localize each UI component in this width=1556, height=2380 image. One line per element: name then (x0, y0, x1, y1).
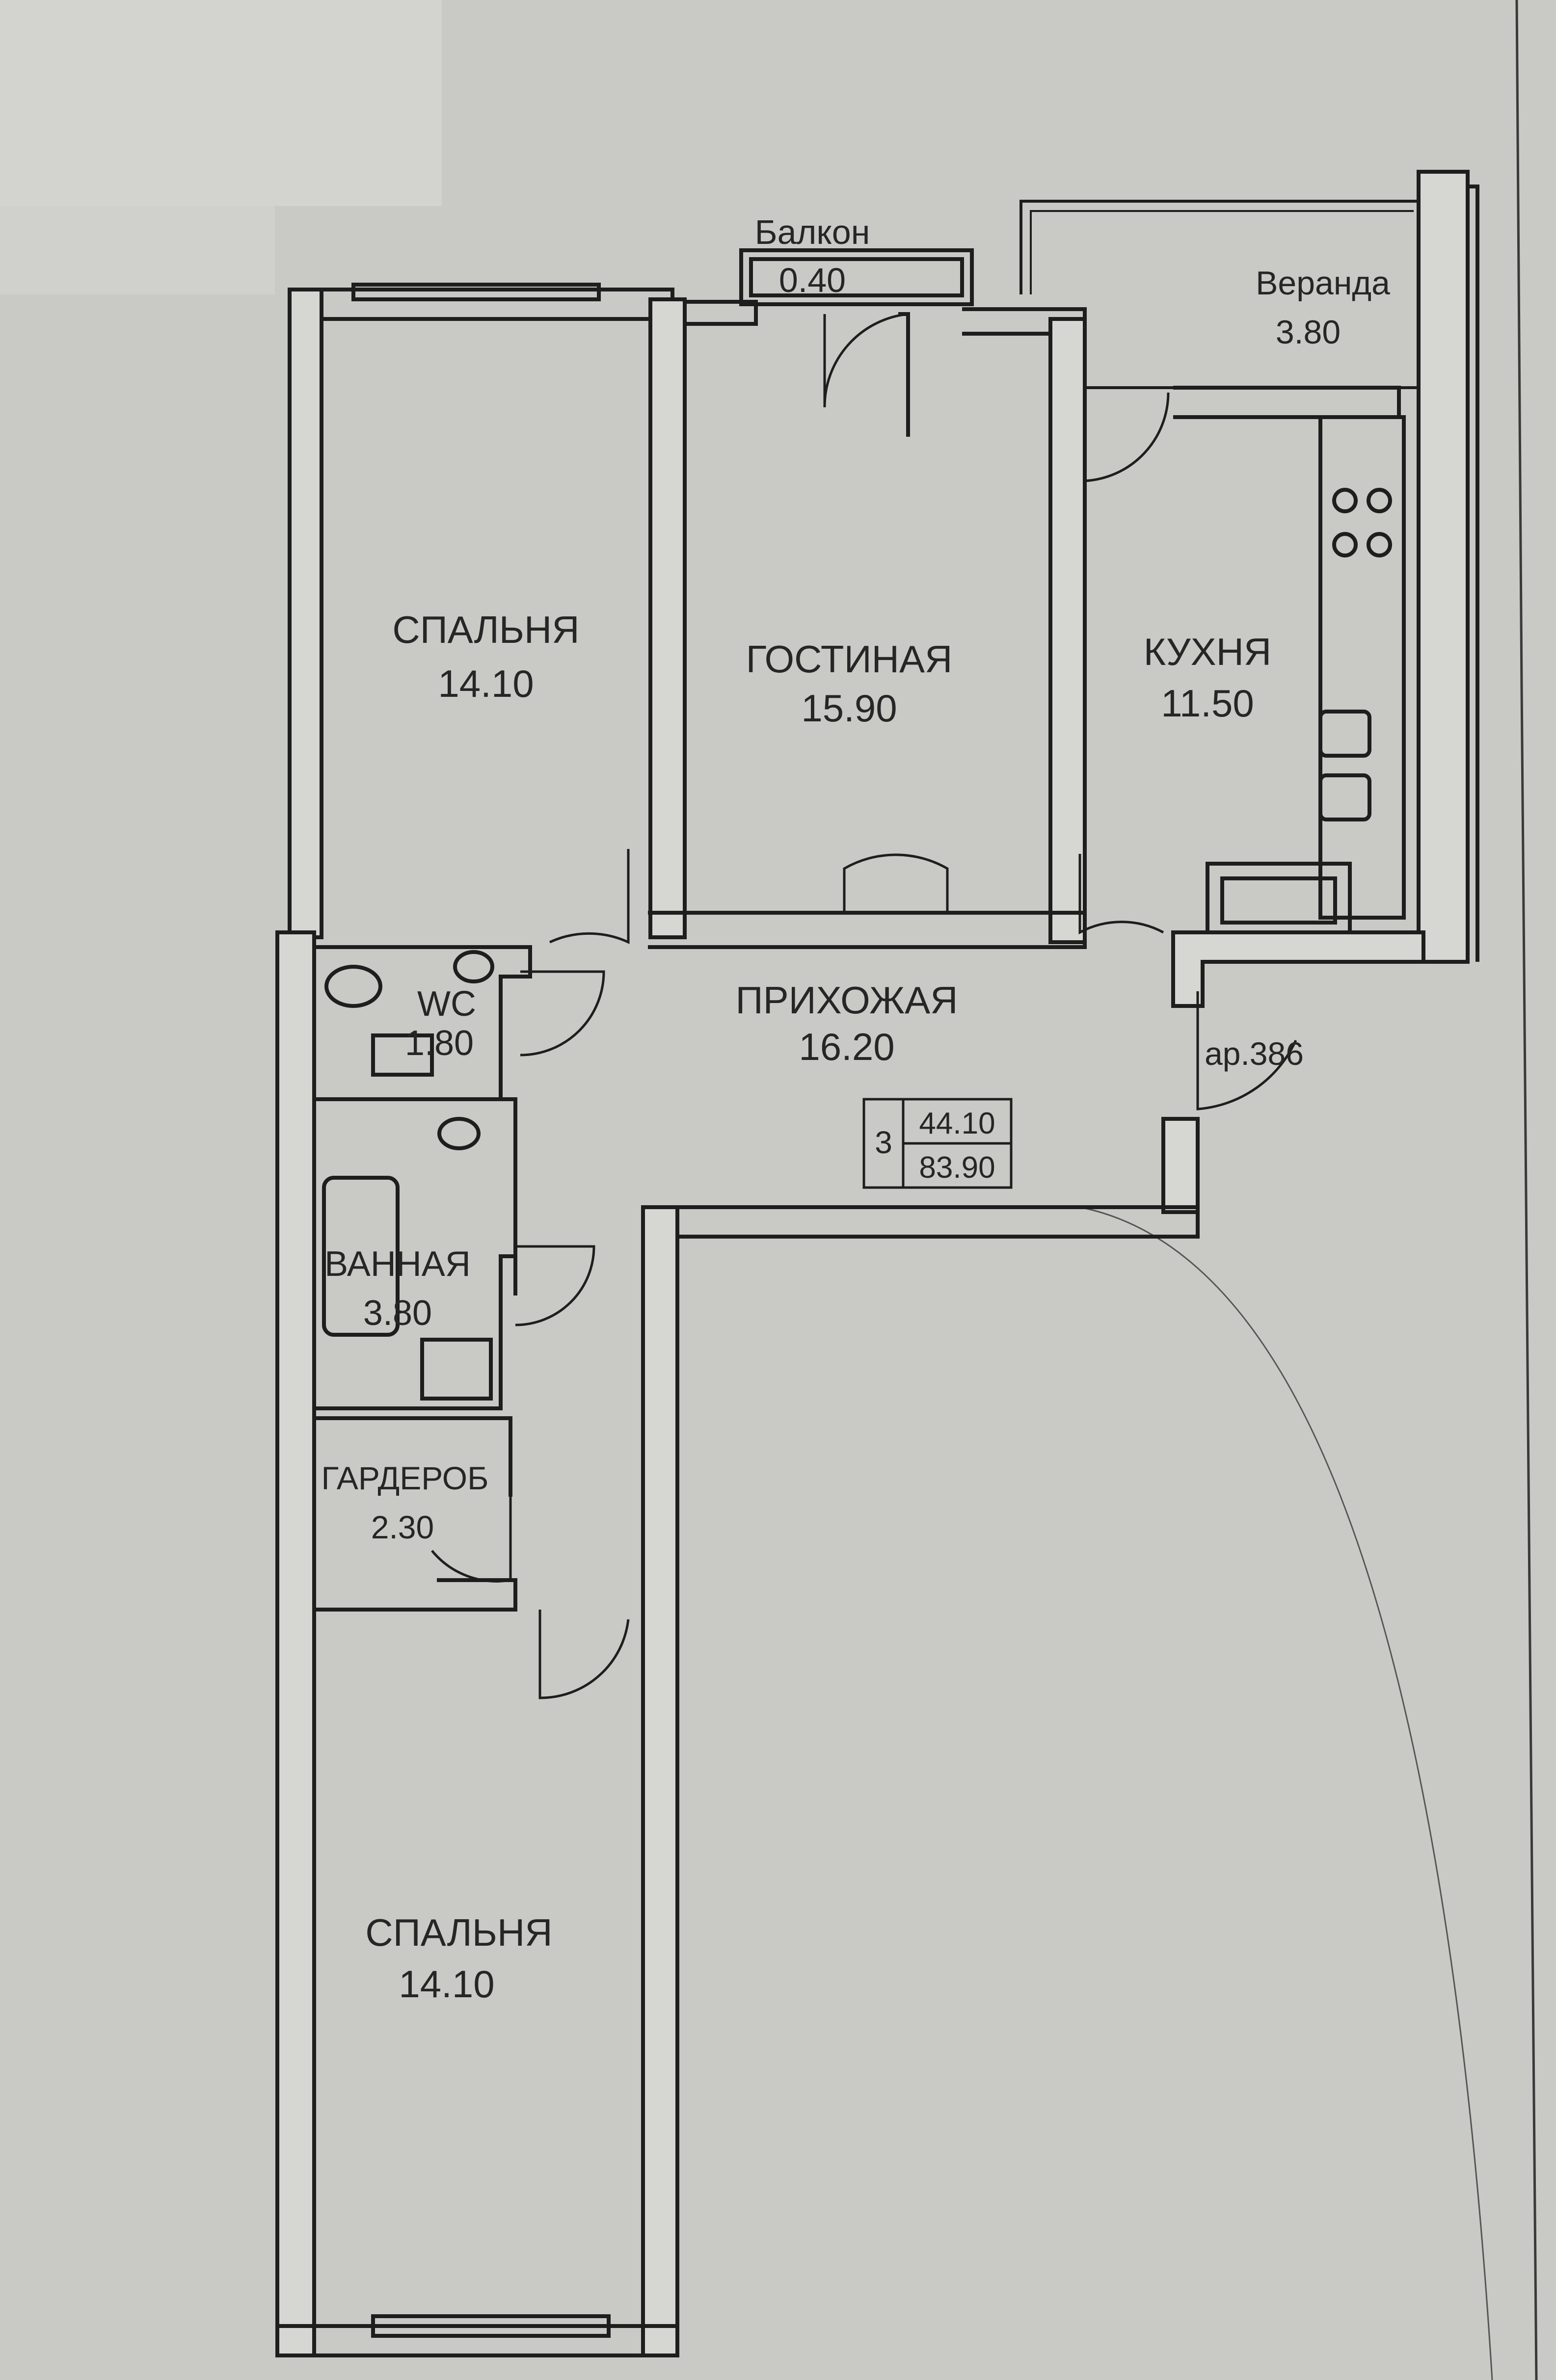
wardrobe-area: 2.30 (371, 1509, 434, 1545)
wc-name: WC (417, 984, 476, 1024)
washbasin-icon (437, 1117, 481, 1150)
washing-machine-icon (371, 1033, 434, 1077)
living-room-name: ГОСТИНАЯ (746, 637, 953, 681)
door-wc (520, 970, 605, 1057)
stove-burner-icon (1332, 532, 1358, 557)
hall-name: ПРИХОЖАЯ (736, 978, 958, 1022)
toilet-icon (324, 965, 382, 1008)
wall (1048, 317, 1087, 944)
hall-area: 16.20 (799, 1025, 894, 1068)
wall (314, 1097, 517, 1410)
wall (275, 930, 316, 2357)
bathroom-name: ВАННАЯ (324, 1244, 471, 1284)
window (371, 2314, 611, 2338)
fridge-inner (1220, 876, 1337, 925)
balcony-outline (739, 248, 974, 306)
window (351, 283, 601, 301)
door-wardrobe (431, 1497, 512, 1583)
veranda-name: Веранда (1256, 264, 1390, 302)
total-area: 83.90 (919, 1151, 995, 1185)
wall (501, 1097, 517, 1296)
apartment-number: ар.386 (1205, 1035, 1304, 1072)
door-veranda (1083, 392, 1170, 482)
bathroom-area: 3.80 (363, 1294, 432, 1333)
stove-burner-icon (1367, 532, 1392, 557)
wall (314, 1578, 517, 1612)
door-bedroom-bottom (538, 1610, 630, 1699)
wall (314, 1416, 512, 1497)
balcony-inner (749, 257, 964, 297)
apartment-summary-box (862, 1098, 1013, 1189)
wc-area: 1.80 (405, 1024, 474, 1063)
bedroom-top-area: 14.10 (438, 662, 534, 705)
wall (1417, 170, 1470, 964)
wall (1468, 185, 1479, 962)
living-area-total: 44.10 (919, 1107, 995, 1140)
paper-light-patch (0, 0, 442, 206)
washbasin-icon (453, 950, 494, 983)
door-kitchen (1078, 854, 1164, 935)
page-edge-line (1515, 0, 1538, 2380)
door-entrance (1196, 991, 1297, 1111)
door-living (843, 853, 949, 913)
wall (1173, 386, 1401, 419)
kitchen-name: КУХНЯ (1144, 630, 1272, 673)
bedroom-bottom-area: 14.10 (399, 1962, 494, 2006)
door-balcony (823, 313, 909, 408)
veranda-outline (1030, 210, 1414, 294)
wall (277, 2324, 679, 2357)
wall (288, 288, 323, 939)
page-curve-line (1079, 1206, 1493, 2380)
wall (1171, 930, 1425, 1008)
shower-icon (420, 1338, 493, 1401)
wall (685, 300, 758, 326)
door-bathroom (515, 1245, 595, 1326)
balcony-area: 0.40 (779, 261, 846, 299)
sink-icon (1318, 710, 1371, 758)
wall (648, 297, 687, 939)
kitchen-counter (1318, 415, 1406, 920)
balcony-name: Балкон (755, 213, 870, 251)
bathtub-icon (322, 1176, 400, 1337)
living-room-area: 15.90 (801, 687, 897, 730)
stove-burner-icon (1332, 488, 1358, 513)
bedroom-top-name: СПАЛЬНЯ (392, 608, 579, 651)
rooms-count: 3 (875, 1125, 892, 1160)
wall (643, 1205, 1200, 1239)
sink-icon (1318, 773, 1371, 821)
wardrobe-name: ГАРДЕРОБ (322, 1460, 489, 1496)
stove-burner-icon (1367, 488, 1392, 513)
wall (641, 1205, 679, 2357)
kitchen-area: 11.50 (1161, 682, 1254, 725)
wall (1161, 1117, 1200, 1214)
bedroom-bottom-name: СПАЛЬНЯ (365, 1911, 552, 1954)
door-bedroom-top (549, 849, 630, 944)
veranda-area: 3.80 (1276, 314, 1341, 351)
paper-light-patch (0, 206, 275, 294)
